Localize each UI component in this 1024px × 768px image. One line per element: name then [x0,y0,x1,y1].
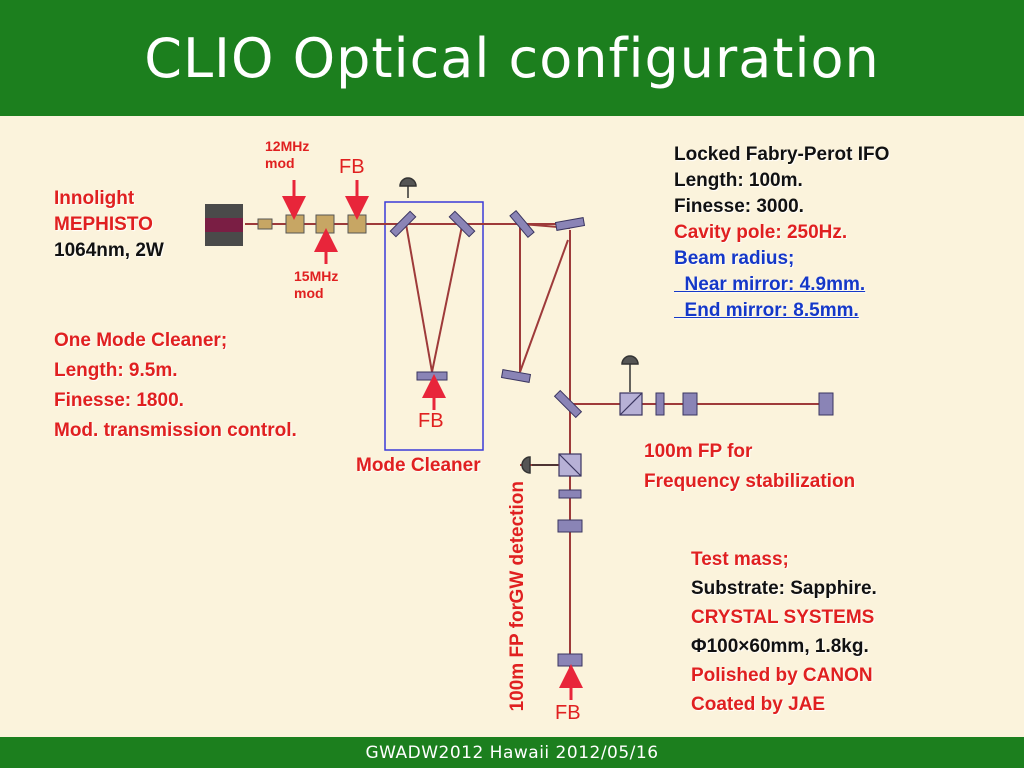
fb-label-mode-cleaner: FB [418,410,444,432]
fb-label-bottom: FB [555,702,581,724]
beam-paths [245,223,832,668]
fp-gw-label: GW detection 100m FP for [507,480,528,712]
beam-splitters [558,392,643,477]
footer-text: GWADW2012 Hawaii 2012/05/16 [365,742,659,763]
omc-spec: One Mode Cleaner; Length: 9.5m. Finesse:… [54,330,297,441]
laser-source [205,204,243,246]
mode-cleaner-label: Mode Cleaner [356,455,481,476]
page-title: CLIO Optical configuration [144,26,880,90]
fb-label-top: FB [339,156,365,178]
ifo-spec: Locked Fabry-Perot IFO Length: 100m. Fin… [674,144,890,321]
title-bar: CLIO Optical configuration [0,0,1024,116]
footer-bar: GWADW2012 Hawaii 2012/05/16 [0,737,1024,768]
mirrors [389,209,834,667]
feedback-arrows [282,180,583,700]
photodetectors [399,177,639,474]
mode-cleaner-box [384,201,484,451]
test-mass-spec: Test mass; Substrate: Sapphire. CRYSTAL … [691,549,877,715]
laser-label: Innolight MEPHISTO 1064nm, 2W [54,188,164,261]
fp-frequency-label: 100m FP for Frequency stabilization [644,441,856,492]
